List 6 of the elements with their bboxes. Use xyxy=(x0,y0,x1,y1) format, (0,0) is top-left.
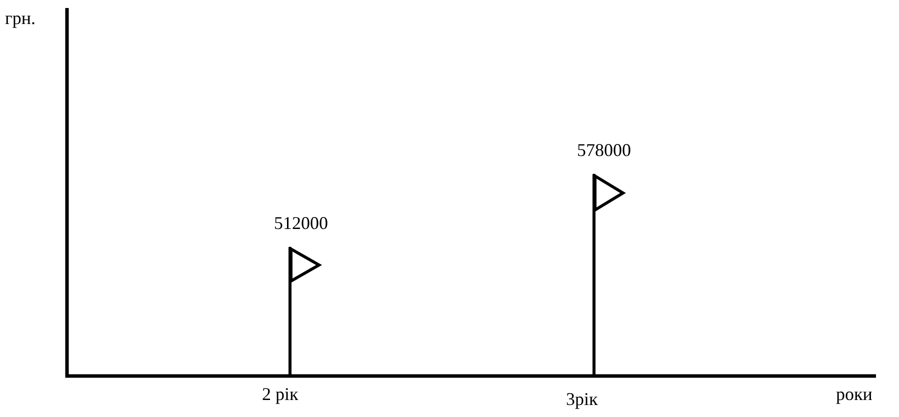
tick-label: 2 рік xyxy=(262,385,298,403)
value-label: 578000 xyxy=(577,141,631,159)
axis-label: грн. xyxy=(5,9,36,27)
axis-label: роки xyxy=(836,385,872,403)
value-label: 512000 xyxy=(274,214,328,232)
tick-label: 3рік xyxy=(566,390,598,408)
